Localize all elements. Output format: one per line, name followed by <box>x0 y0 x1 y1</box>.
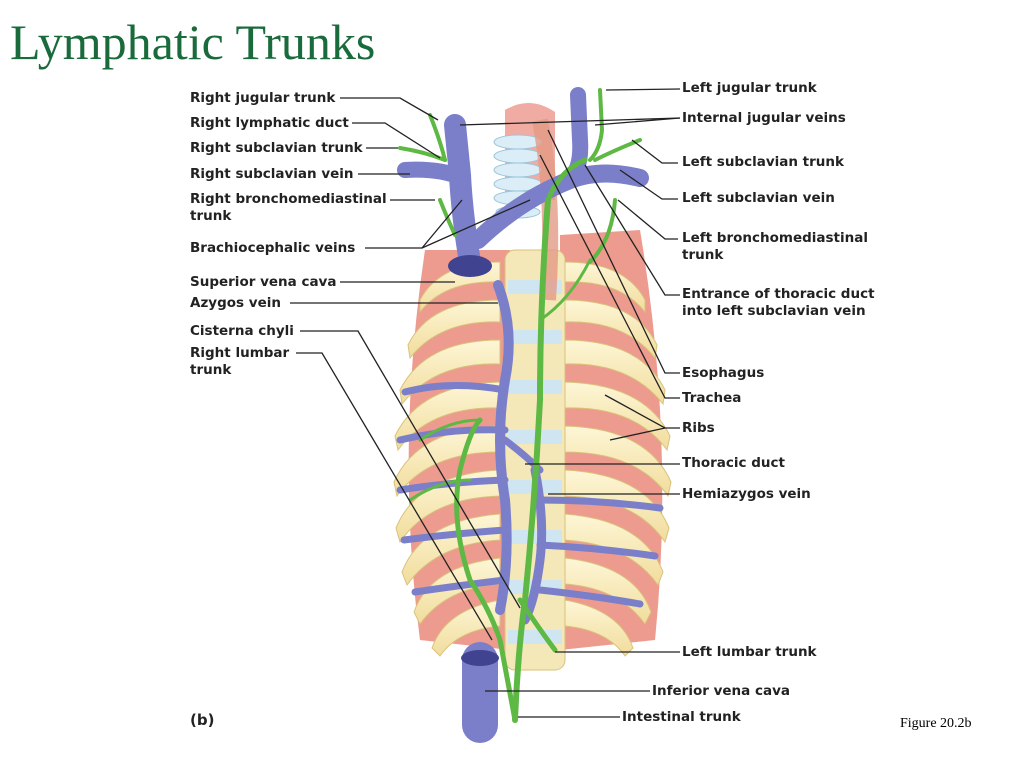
superior-vena-cava-opening <box>448 255 492 277</box>
figure-reference: Figure 20.2b <box>900 716 972 731</box>
label-azygos-vein: Azygos vein <box>190 295 281 311</box>
label-thoracic-duct: Thoracic duct <box>682 455 785 471</box>
label-inferior-vena-cava: Inferior vena cava <box>652 683 790 699</box>
label-left-subclavian-vein: Left subclavian vein <box>682 190 835 206</box>
label-ribs: Ribs <box>682 420 715 436</box>
lymphatic-vessels <box>398 88 642 723</box>
label-right-bronchomediastinal-trunk: Right bronchomediastinal trunk <box>190 191 387 224</box>
label-cisterna-chyli: Cisterna chyli <box>190 323 294 339</box>
label-internal-jugular-veins: Internal jugular veins <box>682 110 846 126</box>
label-left-bronchomediastinal-trunk: Left bronchomediastinal trunk <box>682 230 868 263</box>
panel-label: (b) <box>190 711 215 729</box>
label-right-jugular-trunk: Right jugular trunk <box>190 90 336 106</box>
leader-lines <box>290 88 681 718</box>
label-entrance-of-thoracic-duct: Entrance of thoracic duct into left subc… <box>682 286 875 319</box>
label-superior-vena-cava: Superior vena cava <box>190 274 337 290</box>
inferior-vena-cava-opening <box>461 650 499 666</box>
label-brachiocephalic-veins: Brachiocephalic veins <box>190 240 356 256</box>
label-right-lymphatic-duct: Right lymphatic duct <box>190 115 349 131</box>
label-right-subclavian-vein: Right subclavian vein <box>190 166 354 182</box>
label-right-subclavian-trunk: Right subclavian trunk <box>190 140 363 156</box>
label-right-lumbar-trunk: Right lumbar trunk <box>190 345 290 378</box>
label-left-jugular-trunk: Left jugular trunk <box>682 80 817 96</box>
slide-title: Lymphatic Trunks <box>10 14 376 70</box>
label-left-subclavian-trunk: Left subclavian trunk <box>682 154 844 170</box>
label-intestinal-trunk: Intestinal trunk <box>622 709 741 725</box>
label-hemiazygos-vein: Hemiazygos vein <box>682 486 811 502</box>
label-left-lumbar-trunk: Left lumbar trunk <box>682 644 817 660</box>
label-trachea: Trachea <box>682 390 742 406</box>
label-esophagus: Esophagus <box>682 365 765 381</box>
